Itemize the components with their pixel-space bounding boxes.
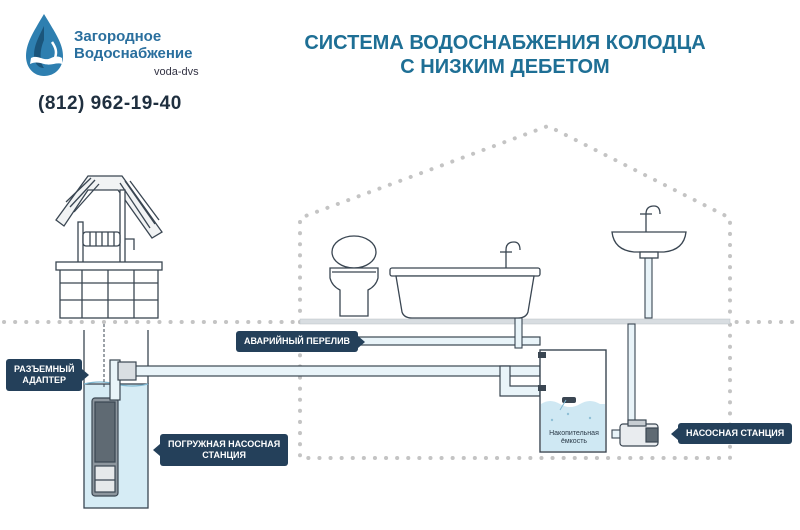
label-submersible-station: ПОГРУЖНАЯ НАСОСНАЯ СТАНЦИЯ xyxy=(152,434,289,466)
label-submersible-line1: ПОГРУЖНАЯ НАСОСНАЯ xyxy=(168,439,281,449)
brand-line1: Загородное xyxy=(74,28,162,45)
label-adapter-line2: АДАПТЕР xyxy=(22,375,67,385)
page-title: СИСТЕМА ВОДОСНАБЖЕНИЯ КОЛОДЦА С НИЗКИМ Д… xyxy=(250,31,760,79)
basement-outline xyxy=(298,320,732,460)
label-overflow: АВАРИЙНЫЙ ПЕРЕЛИВ xyxy=(236,331,366,352)
well-icon xyxy=(55,175,163,319)
title-line2: С НИЗКИМ ДЕБЕТОМ xyxy=(400,56,610,78)
logo xyxy=(22,12,222,82)
bathtub-icon xyxy=(389,241,541,319)
label-adapter: РАЗЪЕМНЫЙ АДАПТЕР xyxy=(6,359,90,391)
label-adapter-line1: РАЗЪЕМНЫЙ xyxy=(14,364,75,374)
brand-line2: Водоснабжение xyxy=(74,45,193,62)
title-line1: СИСТЕМА ВОДОСНАБЖЕНИЯ КОЛОДЦА xyxy=(304,32,706,54)
label-pump-station-text: НАСОСНАЯ СТАНЦИЯ xyxy=(686,428,785,438)
supply-pipe xyxy=(133,365,541,397)
label-overflow-text: АВАРИЙНЫЙ ПЕРЕЛИВ xyxy=(244,336,351,346)
label-tank-line1: Накопительная xyxy=(549,430,599,437)
label-tank-line2: ёмкость xyxy=(560,438,588,445)
brand-site: voda-dvs xyxy=(154,66,199,78)
label-submersible-line2: СТАНЦИЯ xyxy=(202,450,246,460)
label-storage-tank: Накопительная ёмкость xyxy=(542,430,606,446)
submersible-pump-icon xyxy=(91,397,119,497)
brand-name: Загородное Водоснабжение voda-dvs xyxy=(74,28,199,78)
toilet-icon xyxy=(329,235,379,317)
surface-pump-icon xyxy=(619,419,659,447)
adapter-fitting xyxy=(109,359,137,401)
label-pump-station: НАСОСНАЯ СТАНЦИЯ xyxy=(670,423,793,444)
sink-icon xyxy=(611,205,687,259)
storage-tank-icon xyxy=(538,349,607,453)
phone-number: (812) 962-19-40 xyxy=(38,93,182,114)
overflow-pipe xyxy=(349,336,541,346)
water-drop-logo-icon xyxy=(26,14,63,76)
